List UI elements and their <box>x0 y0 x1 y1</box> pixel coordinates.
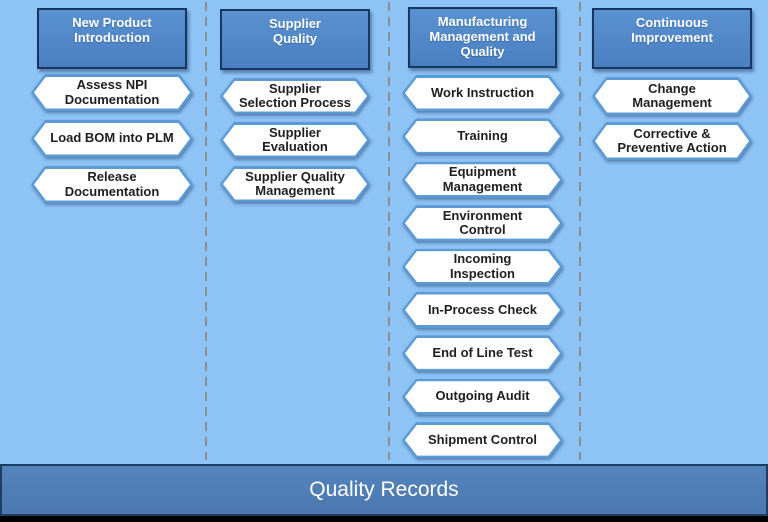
hexagon-fill <box>34 77 190 109</box>
hexagon-fill <box>223 81 367 112</box>
column-steps: Supplier Selection Process Supplier Eval… <box>220 78 370 202</box>
process-step-label: Change Management <box>632 80 712 110</box>
hexagon-fill <box>405 425 560 456</box>
column-divider <box>205 2 207 460</box>
column-steps: Assess NPI Documentation Load BOM into P… <box>31 74 193 203</box>
hexagon-fill <box>595 125 749 158</box>
process-step-label: In-Process Check <box>427 301 538 317</box>
hexagon-fill <box>223 169 367 200</box>
process-step-label: Corrective & Preventive Action <box>617 125 727 155</box>
column-continuous-improvement: Continuous Improvement Change Management… <box>592 8 752 160</box>
process-step-label: Work Instruction <box>430 84 535 100</box>
process-step: Supplier Evaluation <box>220 122 370 158</box>
process-step: Equipment Management <box>402 162 563 198</box>
column-divider <box>388 2 390 460</box>
hexagon-fill <box>34 123 190 155</box>
column-header: New Product Introduction <box>37 8 187 69</box>
hexagon-fill <box>405 251 560 282</box>
bottom-edge-bar <box>0 516 768 522</box>
process-step-label: Supplier Quality Management <box>245 168 345 198</box>
process-step-label: Outgoing Audit <box>435 388 530 404</box>
process-step: End of Line Test <box>402 335 563 371</box>
quality-records-banner: Quality Records <box>0 464 768 516</box>
process-step-label: Supplier Selection Process <box>239 80 351 110</box>
hexagon-fill <box>595 80 749 113</box>
column-header: Supplier Quality <box>220 9 370 70</box>
hexagon-fill <box>405 381 560 412</box>
hexagon-fill <box>405 121 560 152</box>
quality-records-label: Quality Records <box>309 478 459 501</box>
process-step: In-Process Check <box>402 292 563 328</box>
process-step: Incoming Inspection <box>402 249 563 285</box>
hexagon-fill <box>34 169 190 201</box>
hexagon-fill <box>405 78 560 109</box>
hexagon-fill <box>405 294 560 325</box>
process-step: Supplier Quality Management <box>220 166 370 202</box>
process-step-label: Environment Control <box>442 207 523 238</box>
process-step: Load BOM into PLM <box>31 120 193 157</box>
process-step-label: Shipment Control <box>427 431 538 447</box>
hexagon-fill <box>223 125 367 156</box>
column-manufacturing-management-quality: Manufacturing Management and Quality Wor… <box>402 7 563 458</box>
process-step-label: Release Documentation <box>64 169 160 199</box>
column-header: Manufacturing Management and Quality <box>408 7 557 68</box>
hexagon-fill <box>405 164 560 195</box>
process-step: Release Documentation <box>31 166 193 203</box>
process-step: Outgoing Audit <box>402 379 563 415</box>
process-step-label: Assess NPI Documentation <box>64 77 160 107</box>
process-step-label: Training <box>457 128 508 144</box>
process-step-label: End of Line Test <box>432 345 533 361</box>
column-header: Continuous Improvement <box>592 8 752 69</box>
process-step-label: Incoming Inspection <box>449 251 515 281</box>
process-step: Assess NPI Documentation <box>31 74 193 111</box>
process-step-label: Supplier Evaluation <box>262 124 328 154</box>
process-step: Training <box>402 118 563 154</box>
hexagon-fill <box>405 208 560 239</box>
process-step: Supplier Selection Process <box>220 78 370 114</box>
process-step: Corrective & Preventive Action <box>592 122 752 160</box>
column-supplier-quality: Supplier Quality Supplier Selection Proc… <box>220 9 370 202</box>
column-steps: Work Instruction Training Equipment Mana… <box>402 75 563 458</box>
process-step-label: Equipment Management <box>442 164 523 194</box>
column-steps: Change Management Corrective & Preventiv… <box>592 77 752 160</box>
process-step: Environment Control <box>402 205 563 241</box>
column-new-product-introduction: New Product Introduction Assess NPI Docu… <box>31 8 193 203</box>
process-step: Change Management <box>592 77 752 115</box>
hexagon-fill <box>405 338 560 369</box>
process-step-label: Load BOM into PLM <box>50 130 174 146</box>
process-step: Work Instruction <box>402 75 563 111</box>
column-divider <box>579 2 581 460</box>
process-step: Shipment Control <box>402 422 563 458</box>
